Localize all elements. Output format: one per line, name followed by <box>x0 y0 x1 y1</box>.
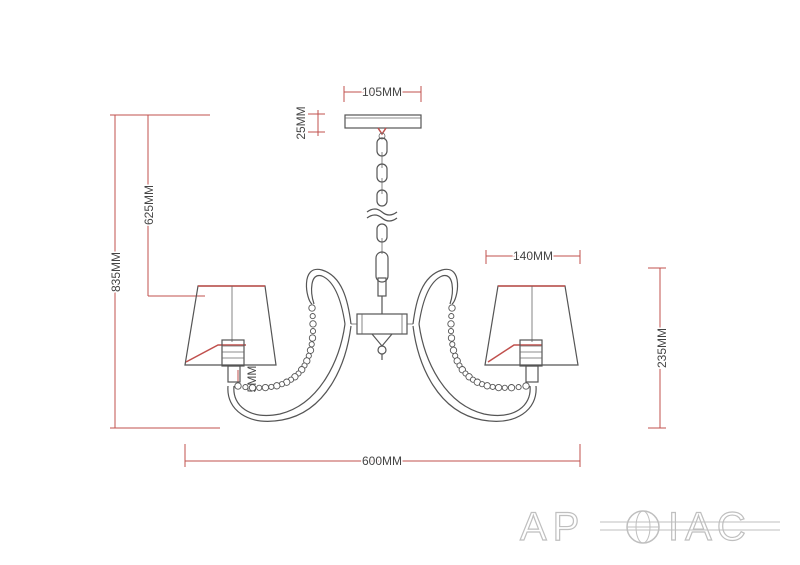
bead <box>306 346 315 354</box>
canopy <box>344 114 422 140</box>
bead <box>273 382 281 390</box>
bead-strand-right <box>447 304 530 392</box>
bead <box>308 334 317 342</box>
bead <box>448 313 455 320</box>
height-to-shade-label: 625MM <box>142 185 156 225</box>
total-height-label: 835MM <box>109 252 123 292</box>
bead <box>449 341 456 348</box>
bead <box>494 383 503 392</box>
dimension-height-to-shade: 625MM <box>141 114 210 297</box>
left-lamp-shade <box>184 285 277 383</box>
bead <box>268 383 275 390</box>
bead <box>483 382 491 390</box>
bead <box>447 320 455 328</box>
left-arm <box>227 268 352 422</box>
bead <box>309 320 317 328</box>
dimension-canopy-width: 105MM <box>343 84 422 102</box>
right-lamp-shade <box>484 285 579 383</box>
central-body <box>351 313 413 360</box>
bead <box>309 313 316 320</box>
chain <box>366 137 398 314</box>
dimension-shade-height: 235MM <box>648 267 671 429</box>
bead <box>248 384 257 392</box>
shade-height-label: 235MM <box>655 328 669 368</box>
bead <box>309 328 317 335</box>
bead <box>507 384 516 392</box>
bead <box>522 382 530 390</box>
overall-width-label: 600MM <box>362 454 402 468</box>
canopy-height-label: 25MM <box>294 106 308 139</box>
dimension-shade-width: 140MM <box>485 248 581 265</box>
bead <box>515 384 522 391</box>
dimension-canopy-height: 25MM <box>294 106 325 140</box>
watermark-right-text: ІАС <box>668 505 752 549</box>
bead <box>448 304 456 312</box>
brand-watermark: АР ІАС <box>519 504 780 550</box>
dimension-overall-width: 600MM <box>184 444 581 470</box>
bead <box>308 304 316 312</box>
bead <box>234 382 242 390</box>
bead <box>489 383 496 390</box>
bead <box>449 346 458 354</box>
bead <box>501 384 508 391</box>
right-arm <box>412 268 537 422</box>
shade-width-label: 140MM <box>513 249 553 263</box>
bead <box>261 383 270 392</box>
bead <box>242 384 249 391</box>
watermark-left-text: АР <box>520 505 585 549</box>
bead <box>447 328 455 335</box>
bead <box>308 341 315 348</box>
bead-strand-left <box>234 304 317 392</box>
canopy-width-label: 105MM <box>362 85 402 99</box>
dimension-total-height: 835MM <box>108 114 220 429</box>
bead <box>447 334 456 342</box>
bead <box>256 384 263 391</box>
